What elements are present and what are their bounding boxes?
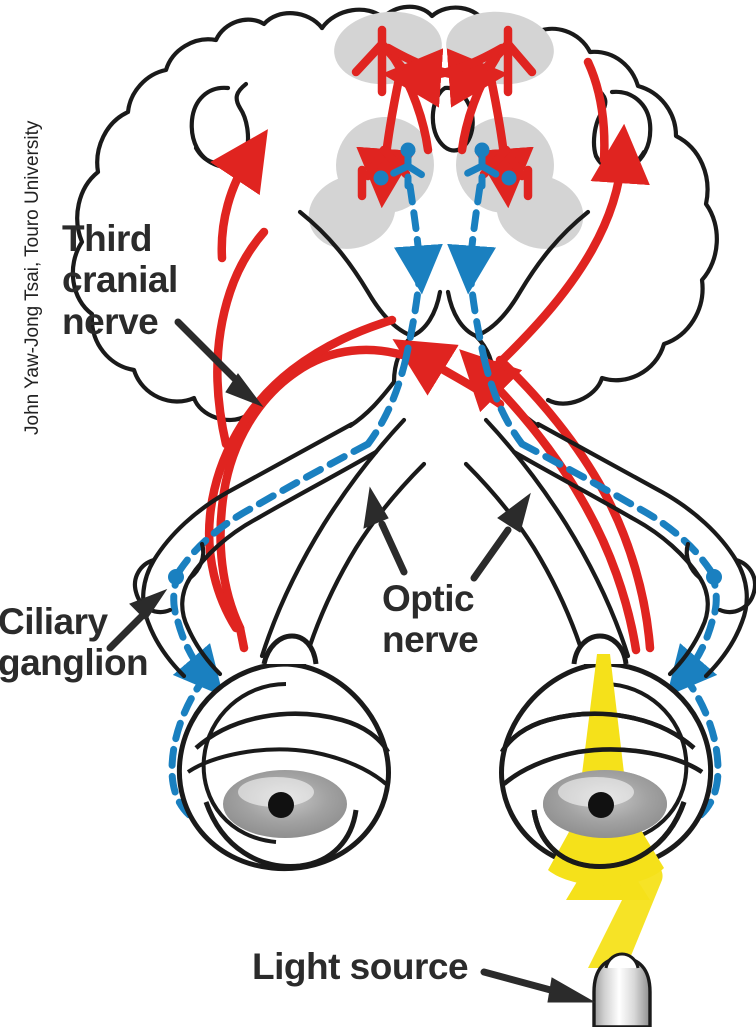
flashlight-bezel — [604, 952, 640, 969]
label-optic-nerve: Optic nerve — [382, 578, 479, 661]
ciliary-ganglion-arrow — [106, 588, 168, 652]
ew-synapse-left — [400, 142, 416, 158]
ciliary-ganglion-synapse-left — [168, 569, 184, 585]
left-pupil — [268, 792, 294, 818]
left-eye-lens-boundary — [194, 711, 390, 754]
label-arrows — [106, 318, 596, 1003]
right-cornea-overlay — [531, 801, 687, 869]
optic-nerve-arrow-left — [363, 486, 408, 576]
light-source-arrow — [480, 968, 596, 1003]
midbrain-outline — [70, 4, 719, 422]
left-eye — [176, 633, 391, 872]
label-third-cranial-nerve: Third cranial nerve — [62, 218, 178, 342]
third-cranial-nerve-arrow — [174, 318, 264, 408]
left-iris-highlight — [238, 777, 314, 807]
ew-synapse-right — [474, 142, 490, 158]
credit-attribution: John Yaw-Jong Tsai, Touro University — [22, 120, 43, 435]
temporal-lobe-left — [189, 81, 251, 169]
light-beam-intraocular — [580, 654, 626, 790]
ciliary-ganglion-synapse-right — [706, 569, 722, 585]
synapse-dots — [168, 142, 722, 585]
left-eye-optic-disc-stalk — [261, 633, 319, 665]
right-pupil-overlay — [588, 792, 614, 818]
ew-synapse-right-lateral — [501, 170, 517, 186]
light-beam-outer — [588, 862, 663, 968]
label-light-source: Light source — [252, 946, 469, 987]
left-eye-sclera-inner — [201, 682, 287, 844]
right-iris-highlight-overlay — [558, 777, 634, 807]
optic-nerve-arrow-right — [470, 492, 531, 582]
left-eye-anterior-chamber — [186, 747, 388, 786]
right-eye-sclera-inner — [603, 682, 689, 844]
label-ciliary-ganglion: Ciliary ganglion — [0, 601, 149, 684]
ew-synapse-left-lateral — [373, 170, 389, 186]
flashlight — [592, 952, 652, 1027]
nerve-sheaths — [132, 417, 756, 679]
left-cornea — [203, 801, 359, 869]
right-eye-optic-disc-stalk — [571, 633, 629, 665]
flashlight-body — [592, 956, 652, 1027]
